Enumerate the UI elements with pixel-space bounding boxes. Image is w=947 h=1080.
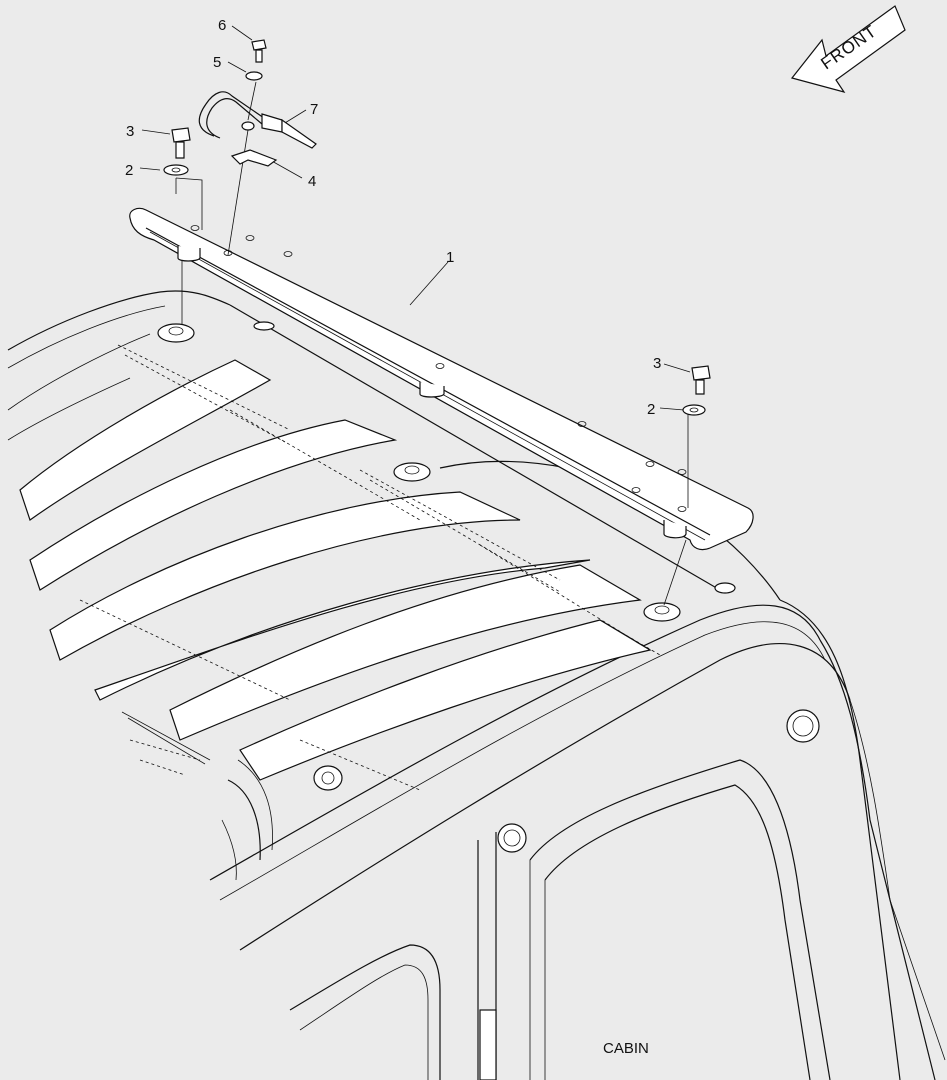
front-direction-arrow: FRONT (790, 5, 906, 93)
label-part-2-left: 2 (125, 162, 133, 179)
part-number-labels: 6 5 7 3 2 4 1 3 2 (125, 17, 661, 418)
label-part-5: 5 (213, 54, 221, 71)
label-part-4: 4 (308, 173, 316, 190)
wire-clamp-part-7 (198, 91, 317, 149)
washer-part-2-right (682, 404, 706, 416)
label-part-2-right: 2 (647, 401, 655, 418)
label-part-7: 7 (310, 101, 318, 118)
cabin-roof (7, 290, 946, 1080)
bracket-part-4 (230, 149, 278, 167)
bolt-part-3-left (171, 127, 191, 159)
mounting-bar-part-1 (129, 207, 754, 551)
label-part-3-left: 3 (126, 123, 134, 140)
roof-slats (19, 344, 661, 791)
fasteners (163, 39, 711, 416)
bolt-part-6 (251, 39, 267, 63)
roof-mount-pads (157, 321, 736, 791)
label-part-3-right: 3 (653, 355, 661, 372)
cabin-caption: CABIN (603, 1040, 649, 1057)
bolt-part-3-right (691, 365, 711, 395)
washer-part-2-left (163, 164, 189, 176)
label-part-1: 1 (446, 249, 454, 266)
washer-part-5 (245, 71, 263, 81)
label-part-6: 6 (218, 17, 226, 34)
